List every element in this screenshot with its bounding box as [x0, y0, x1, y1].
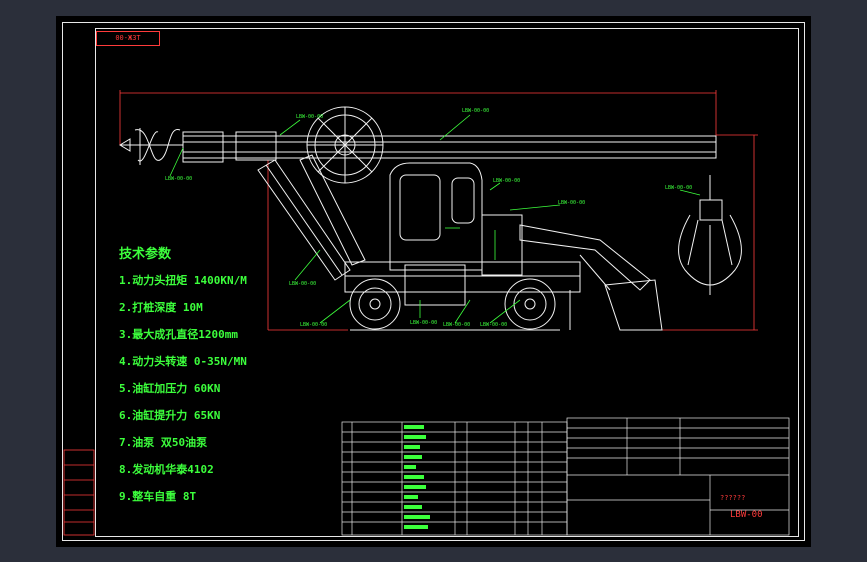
outer-frame [62, 22, 805, 541]
svg-text:LBW-00-00: LBW-00-00 [300, 322, 327, 328]
spec-line: 4.动力头转速 0-35N/MN [119, 355, 247, 368]
chassis [344, 261, 581, 306]
svg-text:LBW-00-00: LBW-00-00 [665, 185, 692, 191]
revision-block [63, 449, 95, 536]
spec-line: 9.整车自重 8T [119, 490, 197, 503]
svg-text:LBW-00-00: LBW-00-00 [480, 322, 507, 328]
leader-lines [169, 114, 701, 324]
svg-text:LBW-00-00: LBW-00-00 [462, 108, 489, 114]
wheels [349, 278, 560, 331]
overall-dimension [119, 90, 758, 331]
auger [119, 128, 183, 165]
cab [389, 162, 523, 276]
svg-text:LBW-00-00: LBW-00-00 [410, 320, 437, 326]
svg-text:LBW-00-00: LBW-00-00 [558, 200, 585, 206]
frame-tag: 00-Ж3Т [96, 31, 160, 46]
svg-text:LBW-00-00: LBW-00-00 [493, 178, 520, 184]
title-block-code: ?????? [720, 494, 746, 502]
drawing-number: LBW-00 [730, 510, 763, 520]
drawing-sheet [56, 16, 811, 547]
title-block [566, 417, 790, 536]
loader [519, 224, 663, 331]
svg-text:LBW-00-00: LBW-00-00 [296, 114, 323, 120]
svg-text:LBW-00-00: LBW-00-00 [165, 176, 192, 182]
spec-line: 3.最大成孔直径1200mm [119, 328, 238, 341]
grab-bucket [678, 175, 742, 295]
drum [306, 106, 384, 184]
spec-line: 6.油缸提升力 65KN [119, 409, 221, 422]
boom [182, 131, 717, 163]
svg-text:LBW-00-00: LBW-00-00 [443, 322, 470, 328]
spec-title: 技术参数 [119, 247, 172, 262]
leader-labels: LBW-00-00 LBW-00-00 LBW-00-00 LBW-00-00 … [165, 108, 692, 328]
svg-text:LBW-00-00: LBW-00-00 [289, 281, 316, 287]
parts-list [341, 421, 568, 536]
spec-line: 8.发动机华泰4102 [119, 463, 214, 476]
spec-line: 5.油缸加压力 60KN [119, 382, 221, 395]
parts-list-fill [404, 425, 430, 529]
inner-frame [95, 28, 799, 537]
spec-line: 7.油泵 双50油泵 [119, 436, 208, 449]
support-arms [257, 154, 366, 281]
spec-line: 1.动力头扭矩 1400KN/M [119, 274, 247, 287]
spec-line: 2.打桩深度 10M [119, 301, 203, 314]
